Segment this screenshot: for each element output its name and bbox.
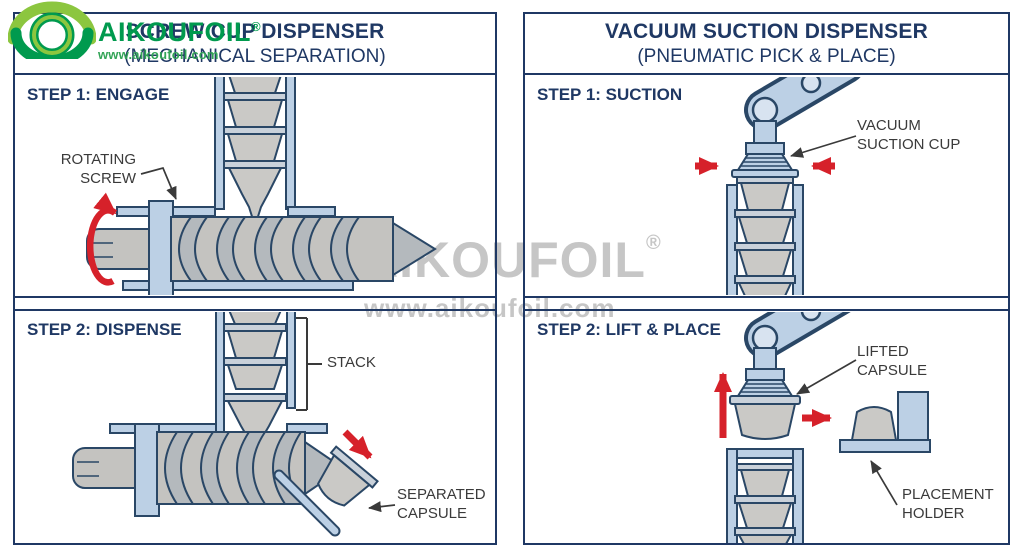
vacuum-suction-cup-annotation: VACUUM SUCTION CUP: [857, 117, 961, 153]
capsule-stack: [726, 176, 804, 295]
aikoufoil-logo-url: www.aikoufoil.com: [98, 47, 219, 62]
right-title: VACUUM SUCTION DISPENSER: [605, 19, 928, 43]
right-step1-label: STEP 1: SUCTION: [537, 85, 683, 104]
left-step2-top-border: [13, 309, 497, 311]
separated-capsule: [317, 445, 379, 507]
lifted-capsule-annotation: LIFTED CAPSULE: [857, 343, 928, 379]
left-step1-label: STEP 1: ENGAGE: [27, 85, 170, 104]
screw-dispense-illustration: [72, 312, 396, 537]
aikoufoil-logo-text: AIKOUFOIL® www.aikoufoil.com: [98, 13, 261, 62]
left-title-divider: [13, 73, 497, 75]
right-title-block: VACUUM SUCTION DISPENSER (PNEUMATIC PICK…: [525, 14, 1008, 72]
right-step1-bottom-border: [523, 296, 1010, 298]
vacuum-cup-leader: [790, 135, 857, 158]
stack-bracket: [296, 317, 322, 411]
right-step2-top-border: [523, 309, 1010, 311]
placement-holder-annotation: PLACEMENT HOLDER: [902, 486, 994, 522]
aikoufoil-logo: AIKOUFOIL® www.aikoufoil.com: [8, 1, 261, 62]
rotating-screw-leader: [140, 166, 177, 200]
capsule-magazine: [214, 77, 296, 230]
placement-holder: [839, 391, 931, 453]
separated-capsule-leader: [368, 501, 396, 513]
left-panel-box: [13, 12, 497, 545]
aikoufoil-logo-brand: AIKOUFOIL®: [98, 17, 262, 47]
right-subtitle: (PNEUMATIC PICK & PLACE): [637, 45, 896, 67]
rotation-arrow: [86, 192, 118, 286]
lifted-capsule-leader: [796, 359, 857, 395]
capsule-stack: [726, 448, 804, 543]
vacuum-suction-illustration: [695, 77, 861, 295]
left-title-block: SCREW CUP DISPENSER (MECHANICAL SEPARATI…: [15, 14, 495, 72]
separated-capsule-annotation: SEPARATED CAPSULE: [397, 486, 486, 522]
falling-arrow: [342, 429, 373, 460]
left-step2-label: STEP 2: DISPENSE: [27, 320, 182, 339]
rotating-screw-annotation: ROTATING SCREW: [60, 151, 136, 187]
robotic-arm: [744, 77, 861, 155]
watermark-url: www.aikoufoil.com: [364, 293, 616, 323]
stack-annotation: STACK: [327, 354, 376, 371]
screw-assembly: [72, 423, 345, 517]
lifted-capsule: [729, 379, 801, 440]
aikoufoil-logo-icon: [8, 1, 96, 59]
left-title: SCREW CUP DISPENSER: [125, 19, 385, 43]
robotic-arm: [744, 312, 851, 381]
right-step2-label: STEP 2: LIFT & PLACE: [537, 320, 721, 339]
left-subtitle: (MECHANICAL SEPARATION): [124, 45, 386, 67]
vacuum-suction-cup: [731, 153, 799, 178]
capsule-magazine: [215, 312, 296, 458]
screw-engage-illustration: [86, 77, 437, 295]
right-panel-box: [523, 12, 1010, 545]
left-step1-bottom-border: [13, 296, 497, 298]
lift-place-illustration: [714, 312, 931, 543]
screw-assembly: [86, 200, 437, 295]
right-title-divider: [523, 73, 1010, 75]
placement-holder-leader: [870, 460, 898, 506]
discharge-chute: [273, 469, 341, 537]
